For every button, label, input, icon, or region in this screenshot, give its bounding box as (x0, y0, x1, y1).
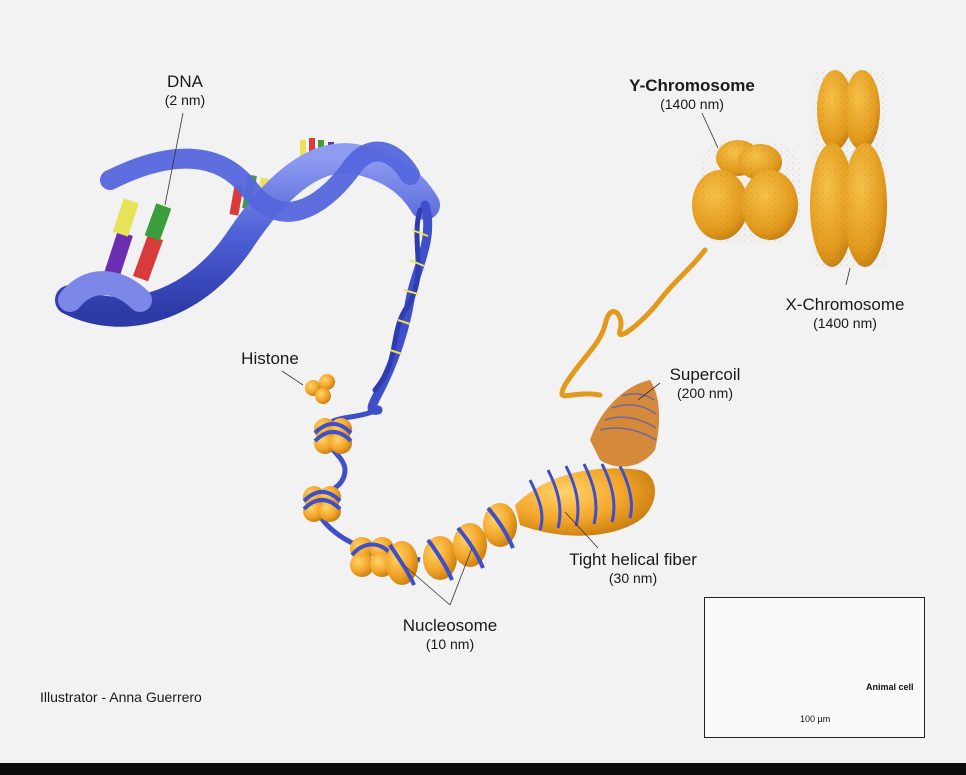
fiber-label: Tight helical fiber (30 nm) (553, 550, 713, 587)
histone-balls (305, 374, 335, 404)
histone-label: Histone (230, 349, 310, 369)
leader-lines (164, 112, 851, 606)
y-chromosome-size: (1400 nm) (660, 96, 724, 113)
dna-size: (2 nm) (164, 92, 206, 109)
helical-fiber (515, 380, 660, 536)
y-chromosome (692, 140, 800, 245)
supercoil-label: Supercoil (200 nm) (655, 365, 755, 402)
y-chromosome-label: Y-Chromosome (1400 nm) (617, 76, 767, 113)
nucleosome-beads (302, 418, 517, 586)
fiber-size: (30 nm) (608, 570, 658, 587)
inset-cell-label: Animal cell (866, 682, 914, 692)
inset-frame (704, 597, 925, 738)
x-chromosome-title: X-Chromosome (785, 295, 905, 314)
bottom-bar (0, 763, 966, 775)
inset-scale-label: 100 µm (800, 714, 831, 724)
illustrator-credit: Illustrator - Anna Guerrero (40, 689, 202, 705)
nucleosome-size: (10 nm) (425, 636, 475, 653)
supercoil-title: Supercoil (669, 365, 741, 384)
supercoil-size: (200 nm) (676, 385, 734, 402)
nucleosome-label: Nucleosome (10 nm) (390, 616, 510, 653)
dna-helix (55, 138, 440, 563)
x-chromosome (810, 70, 888, 268)
histone-title: Histone (241, 349, 299, 368)
nucleosome-title: Nucleosome (402, 616, 498, 635)
x-chromosome-size: (1400 nm) (813, 315, 877, 332)
y-chromosome-title: Y-Chromosome (629, 76, 755, 95)
dna-title: DNA (167, 72, 203, 91)
fiber-title: Tight helical fiber (569, 550, 697, 569)
chromatin-strand (559, 247, 708, 399)
dna-label: DNA (2 nm) (150, 72, 220, 109)
x-chromosome-label: X-Chromosome (1400 nm) (770, 295, 920, 332)
